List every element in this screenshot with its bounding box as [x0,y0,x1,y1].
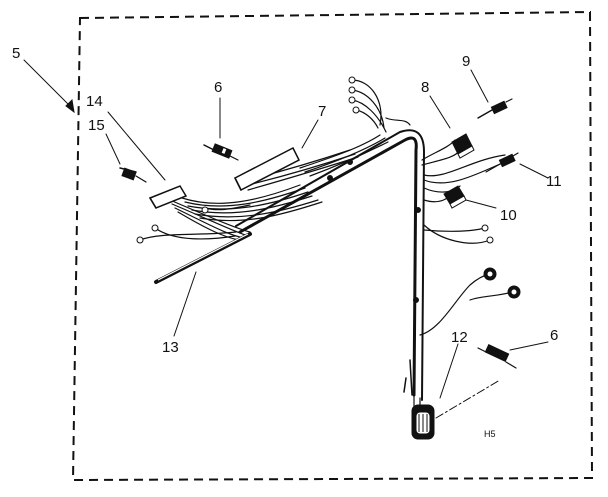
callout-6-top: 6 [214,79,222,96]
page-code: H5 [484,429,496,439]
callout-15: 15 [88,117,105,134]
callout-11: 11 [546,173,562,190]
callout-6-right: 6 [550,327,558,344]
top-loose-wires [348,76,411,133]
right-side-wires [419,139,513,336]
callout-13: 13 [162,339,179,356]
callout-7: 7 [318,103,326,120]
connector-block-14 [148,185,188,209]
terminal-6-top [203,143,239,161]
rod-13 [154,232,252,284]
callout-5: 5 [12,45,20,62]
dashed-border [71,10,594,482]
terminal-6-right [477,344,517,369]
callout-9: 9 [462,53,470,70]
connector-housing-7 [233,146,301,192]
callout-10: 10 [500,207,517,224]
round-plugs [483,267,521,299]
trunk-end-12 [411,394,435,440]
terminal-11 [485,152,519,173]
terminal-9 [477,98,513,119]
callout-14: 14 [86,93,103,110]
leader-lines [23,59,549,419]
harness-trunk [235,129,425,401]
callout-12: 12 [451,329,468,346]
terminal-15 [119,167,147,183]
callout-8: 8 [421,79,429,96]
connector-10 [443,185,467,209]
connector-8 [451,133,475,159]
